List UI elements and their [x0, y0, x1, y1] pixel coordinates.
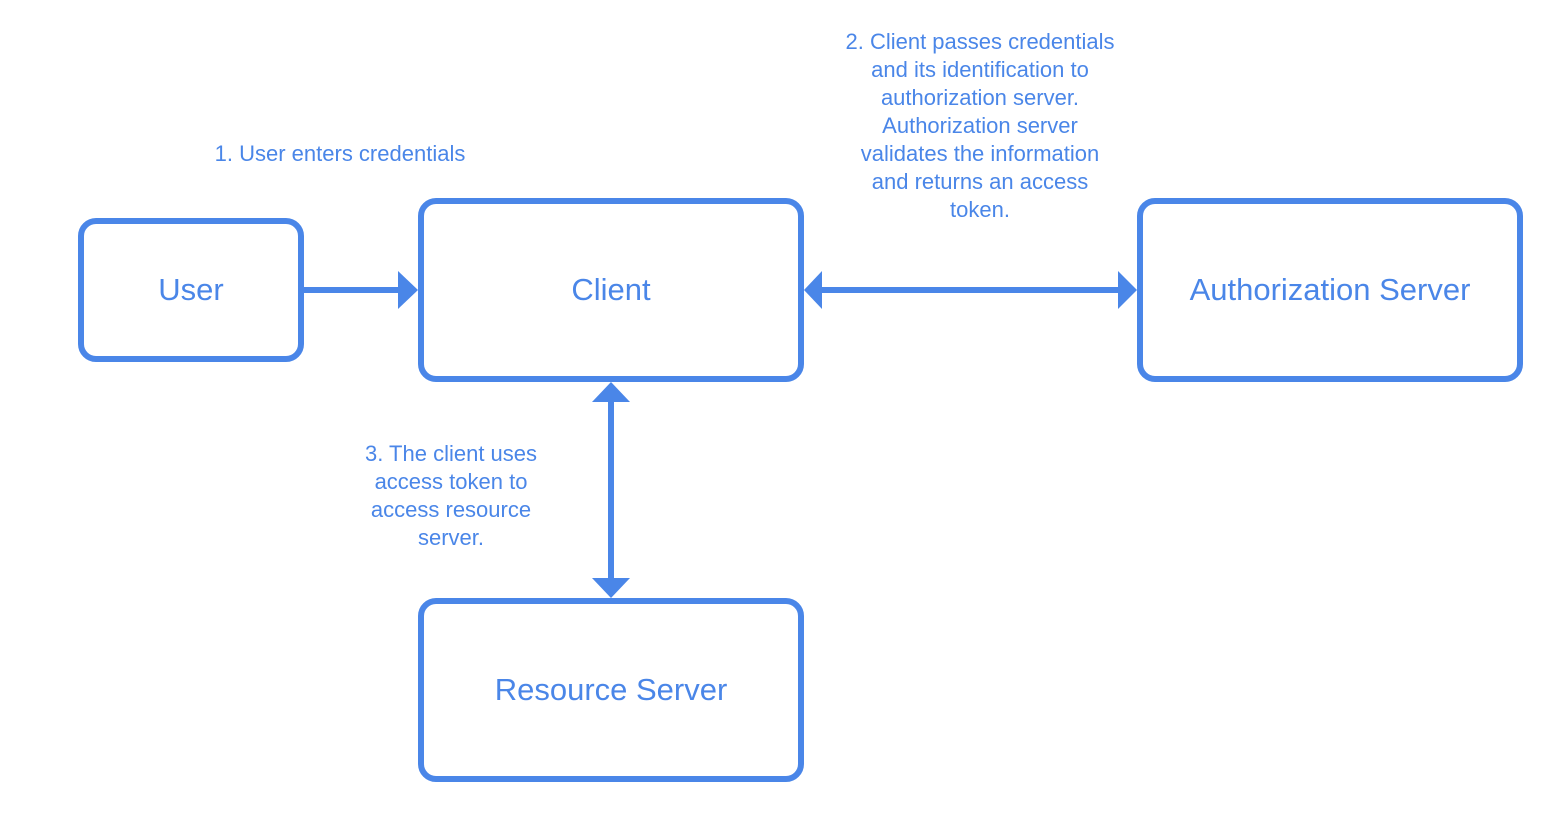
resource-server-node: Resource Server	[418, 598, 804, 782]
step-1-label: 1. User enters credentials	[214, 141, 466, 166]
authorization-server-node: Authorization Server	[1137, 198, 1523, 382]
user-node-label: User	[158, 272, 224, 307]
user-node: User	[78, 218, 304, 362]
arrow-client-authorization-server	[804, 271, 1137, 309]
step-3-label: 3. The client uses access token to acces…	[364, 441, 538, 550]
arrow-user-to-client	[304, 271, 418, 309]
client-node-label: Client	[571, 272, 651, 307]
client-node: Client	[418, 198, 804, 382]
step-2-label: 2. Client passes credentials and its ide…	[845, 29, 1115, 222]
arrow-client-resource-server	[592, 382, 630, 598]
resource-server-node-label: Resource Server	[494, 672, 728, 707]
authorization-server-node-label: Authorization Server	[1189, 272, 1471, 307]
